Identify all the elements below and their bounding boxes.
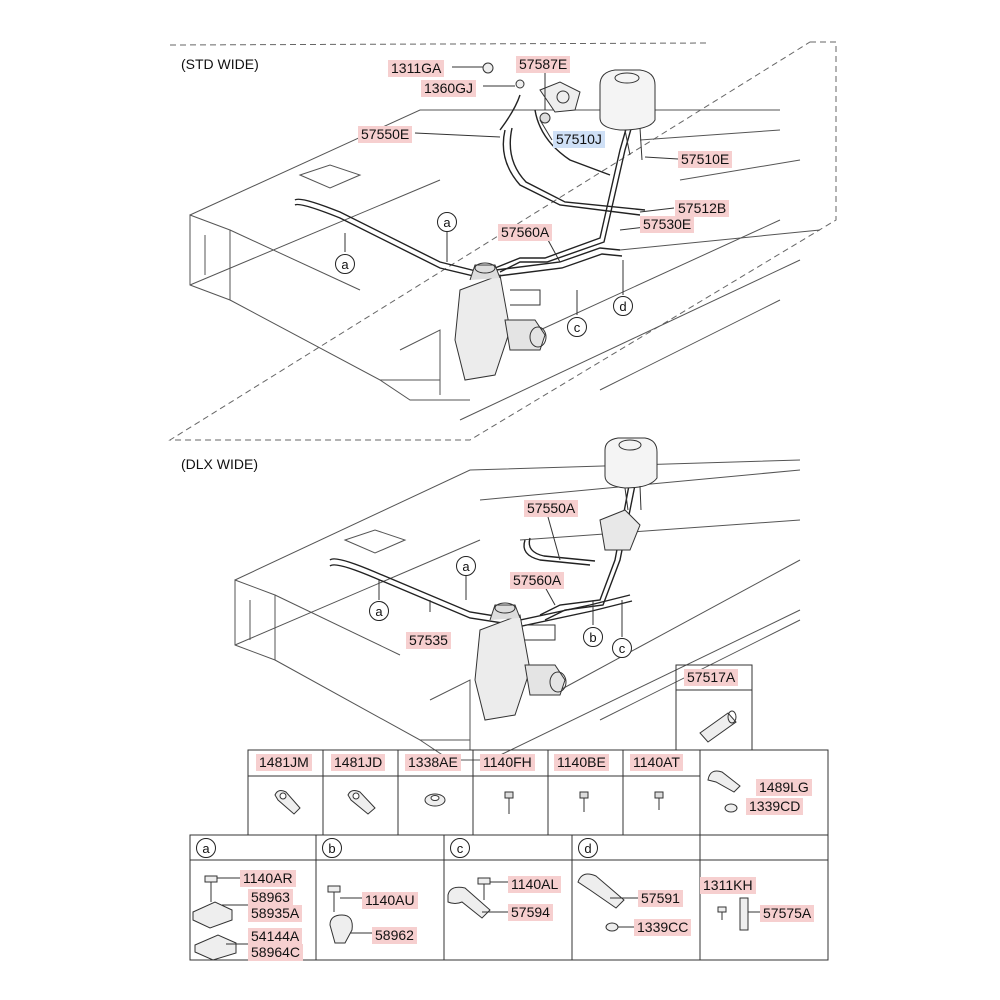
clamp-1481JD [347,790,376,815]
grommet-1338AE [424,793,446,807]
detail-c-parts [447,877,510,919]
clamp-1489LG [707,770,741,813]
label-57550A[interactable]: 57550A [524,500,579,517]
callout-b-dlx[interactable]: b [583,627,603,647]
detail-e-parts [717,897,762,931]
callout-a-dlx-1[interactable]: a [456,556,476,576]
callout-c-std[interactable]: c [567,317,587,337]
callout-a-dlx-2[interactable]: a [369,601,389,621]
label-57510J[interactable]: 57510J [553,131,605,148]
label-57510E[interactable]: 57510E [678,151,733,168]
std-steering-gear [454,262,547,381]
detail-header-c: c [450,838,470,858]
detail-header-b: b [322,838,342,858]
std-fittings [482,62,581,124]
detail-b-parts [327,885,372,944]
table-header-2: 1481JD [331,754,386,771]
table-header-3: 1338AE [405,754,461,771]
label-57591[interactable]: 57591 [638,890,683,907]
std-hoses [294,79,646,279]
label-57560A-std[interactable]: 57560A [498,224,553,241]
label-58963[interactable]: 58963 [248,889,293,906]
std-boundary [168,41,837,441]
table-header-4: 1140FH [480,754,535,771]
bolt-1140BE [579,791,589,812]
label-58964C[interactable]: 58964C [248,944,304,961]
label-1360GJ[interactable]: 1360GJ [421,80,477,97]
detail-header-d: d [578,838,598,858]
label-58935A[interactable]: 58935A [248,905,303,922]
label-54144A[interactable]: 54144A [248,928,303,945]
label-1339CC[interactable]: 1339CC [634,919,692,936]
std-leaders [344,66,679,315]
label-57594[interactable]: 57594 [508,904,553,921]
label-1311GA[interactable]: 1311GA [388,60,445,77]
callout-d-std[interactable]: d [613,296,633,316]
label-57517A[interactable]: 57517A [684,669,739,686]
label-57550E[interactable]: 57550E [358,126,413,143]
label-57560A-dlx[interactable]: 57560A [510,572,565,589]
std-reservoir [599,69,656,161]
label-57512B[interactable]: 57512B [675,200,730,217]
label-57530E[interactable]: 57530E [640,216,695,233]
dlx-steering-gear [474,602,567,721]
label-1140AL[interactable]: 1140AL [508,876,562,893]
label-57535[interactable]: 57535 [406,632,451,649]
label-57587E[interactable]: 57587E [516,56,571,73]
bolt-1140AT [654,791,664,810]
table-header-6: 1140AT [630,754,683,771]
table-header-1: 1481JM [256,754,312,771]
table-header-5: 1140BE [554,754,609,771]
parts-table [189,749,829,961]
label-58962[interactable]: 58962 [372,927,417,944]
dlx-reservoir [599,437,658,551]
callout-c-dlx[interactable]: c [612,638,632,658]
sleeve-part [699,710,737,743]
bolt-1140FH [504,791,514,814]
std-frame [189,109,821,421]
dlx-frame [234,459,801,761]
section-title-std: (STD WIDE) [181,56,259,72]
detail-a-parts [192,875,248,961]
clamp-1481JM [274,790,301,815]
label-1140AR[interactable]: 1140AR [240,870,296,887]
label-1140AU[interactable]: 1140AU [362,892,418,909]
detail-header-a: a [196,838,216,858]
label-1311KH[interactable]: 1311KH [700,877,756,894]
detail-d-parts [577,873,640,932]
label-1489LG[interactable]: 1489LG [756,779,812,796]
callout-a-std-1[interactable]: a [437,212,457,232]
label-57575A[interactable]: 57575A [760,905,815,922]
label-1339CD[interactable]: 1339CD [746,798,804,815]
callout-a-std-2[interactable]: a [335,254,355,274]
section-title-dlx: (DLX WIDE) [181,456,258,472]
